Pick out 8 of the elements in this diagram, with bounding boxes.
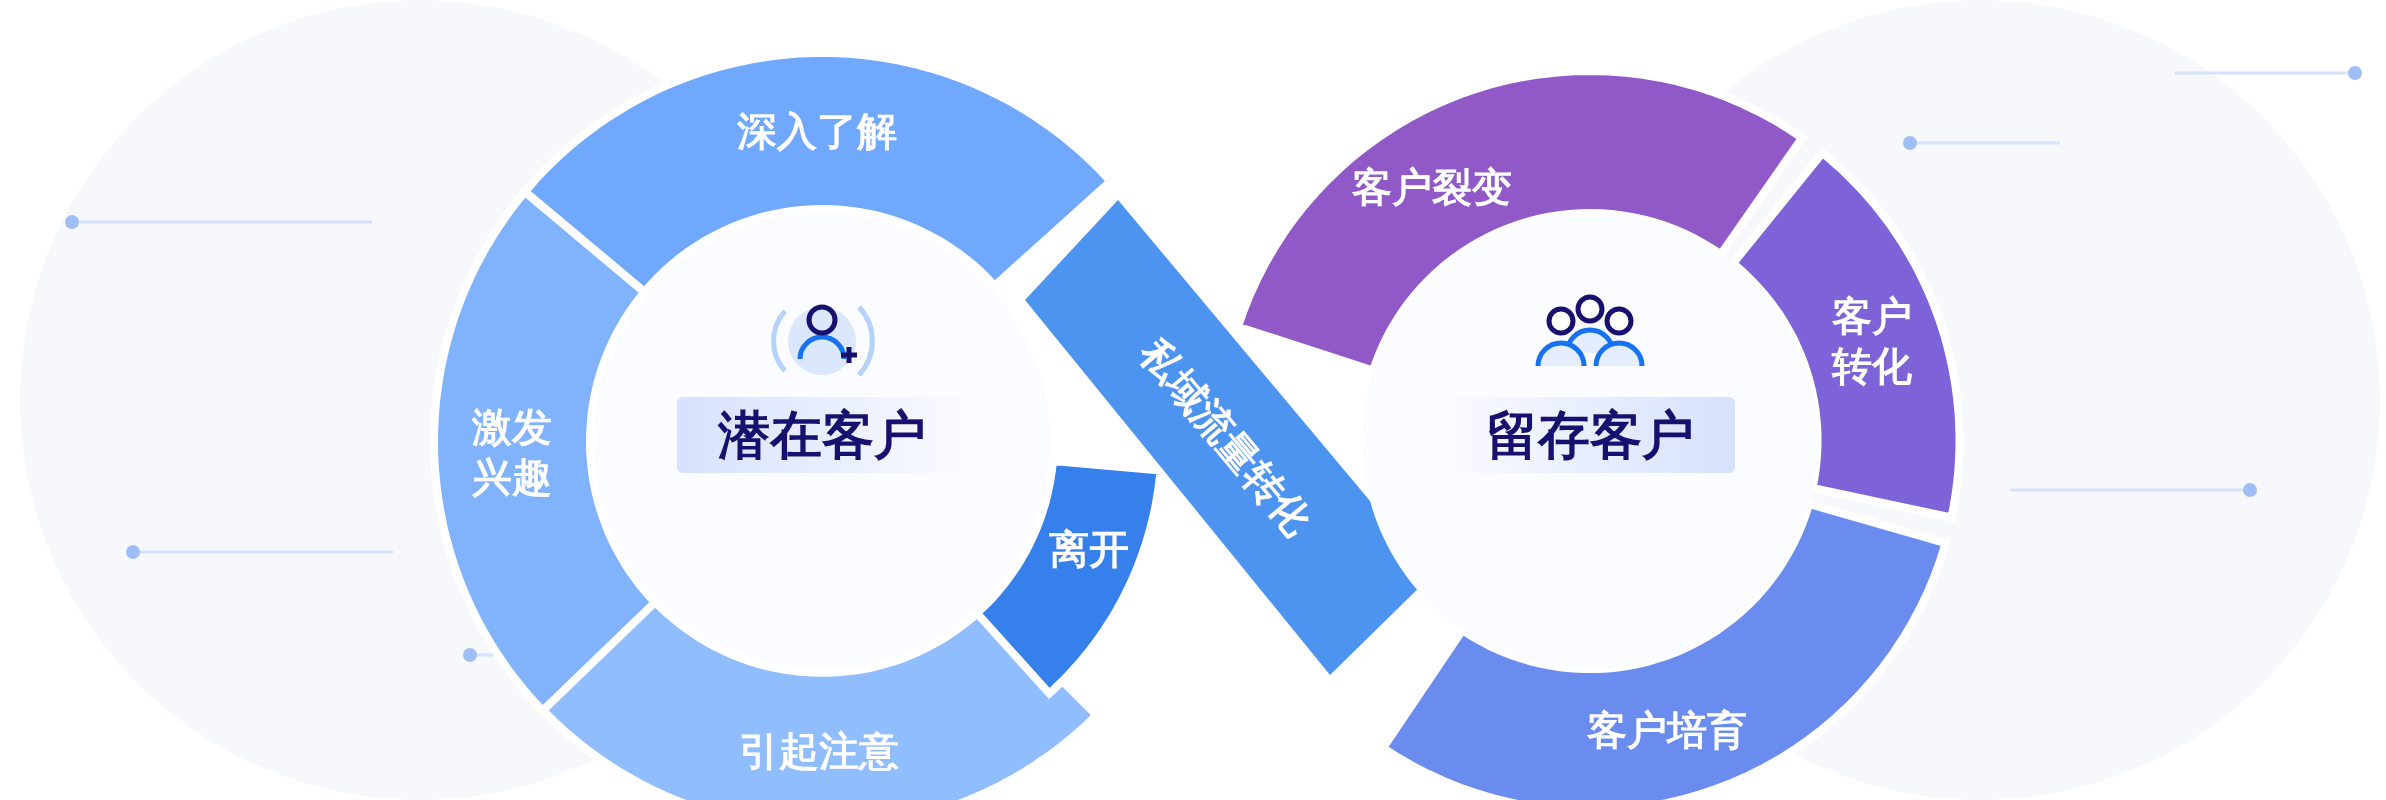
band-label: 私域流量转化: [1130, 329, 1322, 546]
segment-label: 深入了解: [735, 107, 898, 157]
segment-label: 客户培育: [1586, 705, 1749, 755]
segment-label: 离开: [1048, 524, 1130, 574]
segment-label: 客户裂变: [1350, 163, 1513, 213]
segment-label: 激发兴趣: [471, 402, 554, 502]
segment-label: 客户转化: [1830, 292, 1913, 392]
segment-label: 引起注意: [738, 726, 901, 776]
